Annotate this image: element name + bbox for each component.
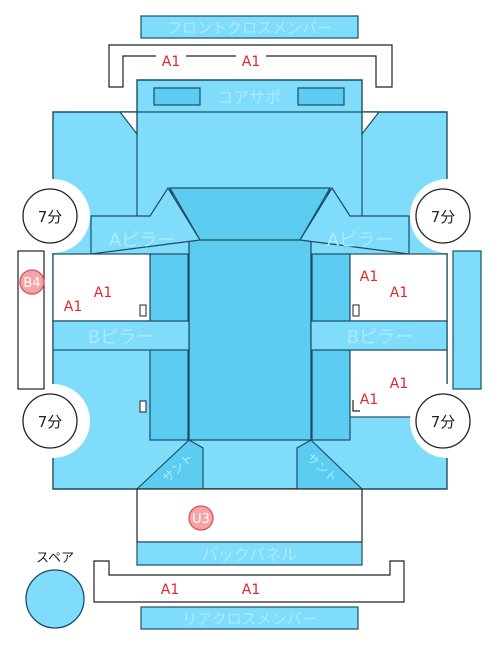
repair-time-circle-rear-right[interactable] [415,393,471,449]
damage-mark-front-member-2: A1 [242,54,260,70]
back-panel-label: バックパネル [202,545,297,564]
repair-time-circle-front-right[interactable] [415,188,471,244]
repair-time-front-left: 7分 [38,208,63,226]
right-front-door-area[interactable] [349,253,448,322]
hinge-mark-left-rear [139,400,147,413]
a-pillar-left-label: Aピラー [109,230,175,251]
a-pillar-right[interactable] [299,186,410,255]
spare-tire-well[interactable] [25,569,85,629]
damage-mark-left-front-door-2: A1 [94,285,112,301]
badge-trunk-floor[interactable] [188,505,214,531]
core-support-slot-right [297,87,345,106]
spare-label: スペア [36,551,74,566]
repair-time-rear-left: 7分 [38,413,63,431]
rear-member-mark-bg-2 [236,580,266,596]
damage-mark-right-front-door-2: A1 [390,285,408,301]
rear-cross-member-bar[interactable] [140,606,359,630]
left-front-door-area[interactable] [52,253,151,322]
repair-time-front-right: 7分 [431,208,456,226]
front-member-mark-bg-1 [156,52,186,68]
damage-mark-right-front-door-1: A1 [360,269,378,285]
front-cross-member-bar[interactable] [140,15,359,39]
front-member-mark-bg-2 [236,52,266,68]
trunk-floor[interactable] [136,488,363,543]
b-pillar-left-label: Bピラー [88,327,154,348]
hinge-mark-right-front [352,304,360,317]
repair-time-circle-front-left[interactable] [22,188,78,244]
a-pillar-right-label: Aピラー [327,230,393,251]
back-panel[interactable] [136,541,363,566]
hinge-mark-left-front [139,304,147,317]
rear-member-mark-bg-1 [155,580,185,596]
dash-panel-lines [169,187,331,241]
damage-mark-rear-member-2: A1 [242,582,260,598]
damage-mark-rear-member-1: A1 [161,582,179,598]
damage-mark-right-rear-door-1: A1 [390,376,408,392]
rear-cross-member-label: リアクロスメンバー [182,610,316,628]
a-pillar-left[interactable] [90,186,201,255]
right-rocker-panel[interactable] [452,250,482,390]
b-pillar-right-label: Bピラー [347,327,413,348]
repair-time-circle-rear-left[interactable] [22,393,78,449]
badge-left-rocker-text: B4 [23,276,40,291]
core-support-label[interactable]: コアサポ [217,88,281,107]
hinge-mark-right-rear [352,400,360,412]
badge-left-rocker[interactable] [19,269,45,295]
b-pillar-left[interactable] [52,320,190,351]
damage-mark-right-rear-door-2: A1 [360,392,378,408]
repair-time-rear-right: 7分 [431,413,456,431]
cabin-floor[interactable] [169,187,331,441]
core-support-slot-left [153,87,201,106]
badge-trunk-floor-text: U3 [192,512,210,527]
front-cross-member-label: フロントクロスメンバー [167,19,332,37]
damage-mark-front-member-1: A1 [162,54,180,70]
b-pillar-right[interactable] [310,320,448,351]
damage-mark-left-front-door-1: A1 [64,299,82,315]
